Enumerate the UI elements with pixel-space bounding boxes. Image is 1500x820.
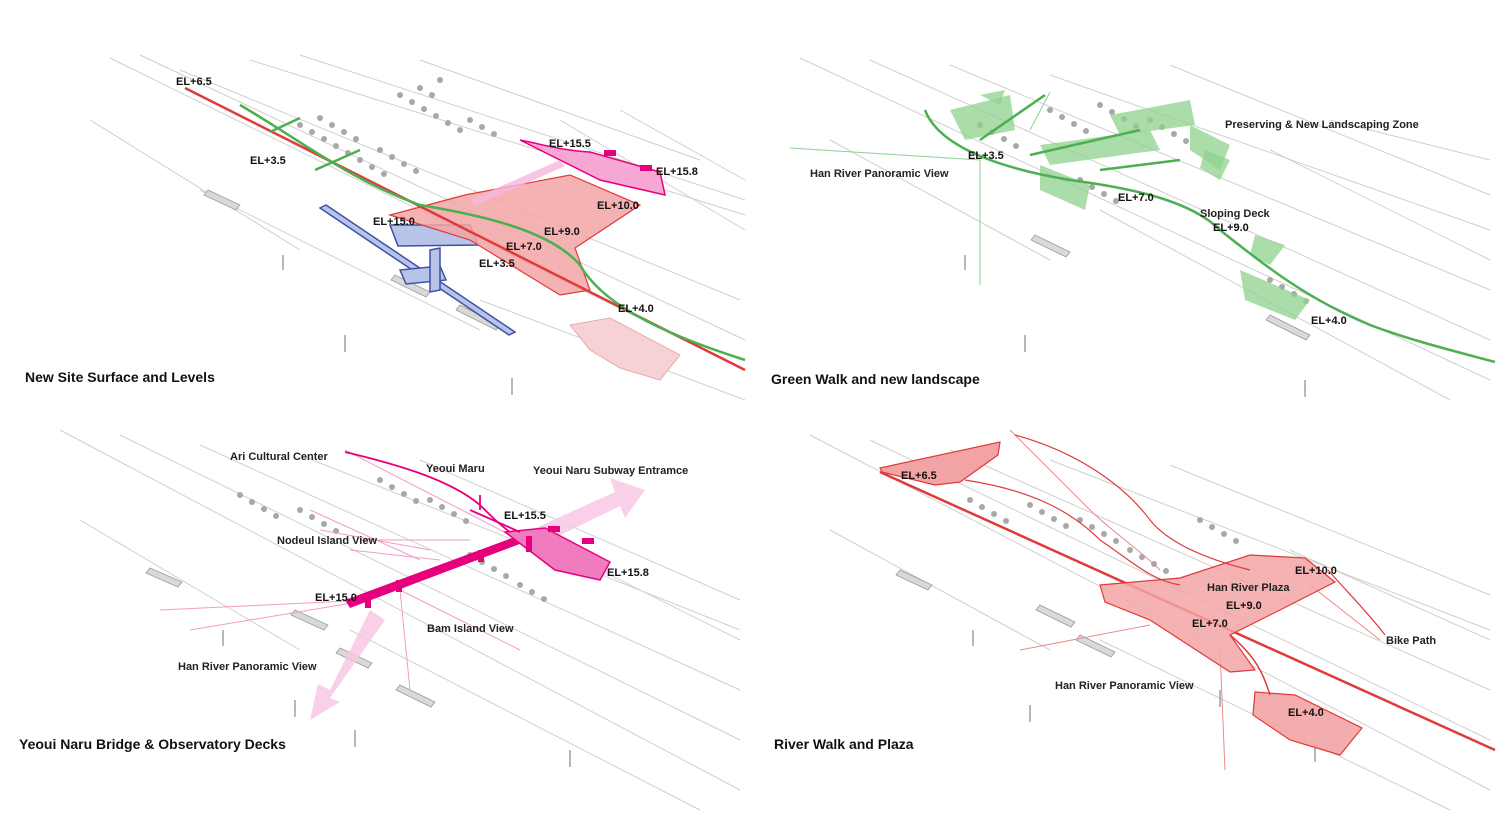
label-el-4-0: EL+4.0	[618, 303, 654, 315]
label-el-15-5: EL+15.5	[504, 510, 546, 522]
label-el-15-0: EL+15.0	[315, 592, 357, 604]
panel-river-walk-plaza: EL+6.5 EL+10.0 Han River Plaza EL+9.0 EL…	[750, 410, 1500, 820]
panel-bridge-observatory: Ari Cultural Center Yeoui Maru Yeoui Nar…	[0, 410, 750, 820]
panel-site-surface-levels: EL+6.5 EL+3.5 EL+15.5 EL+15.8 EL+10.0 EL…	[0, 0, 750, 410]
green-walk	[923, 93, 1496, 364]
view-rays	[159, 449, 521, 691]
tree-clusters	[297, 77, 497, 177]
label-subway-entrance: Yeoui Naru Subway Entramce	[533, 465, 688, 477]
panel-3-caption: Yeoui Naru Bridge & Observatory Decks	[19, 736, 286, 752]
label-ari-cultural-center: Ari Cultural Center	[230, 451, 329, 463]
panel-1-diagram: EL+6.5 EL+3.5 EL+15.5 EL+15.8 EL+10.0 EL…	[89, 54, 746, 401]
label-el-10-0: EL+10.0	[1295, 565, 1337, 577]
bridge-deck	[345, 526, 612, 608]
red-paths	[964, 434, 1386, 636]
posts	[282, 255, 513, 395]
panel-4-diagram: EL+6.5 EL+10.0 Han River Plaza EL+9.0 EL…	[809, 429, 1496, 811]
label-el-4-0: EL+4.0	[1288, 707, 1324, 719]
boats	[895, 569, 1116, 658]
red-river-walk	[879, 441, 1496, 752]
boats	[1030, 234, 1311, 341]
panel-2-caption: Green Walk and new landscape	[771, 371, 980, 387]
label-el-7-0: EL+7.0	[1118, 192, 1154, 204]
panel-3-diagram: Ari Cultural Center Yeoui Maru Yeoui Nar…	[59, 429, 741, 811]
view-rays	[789, 91, 1051, 285]
label-el-9-0: EL+9.0	[544, 226, 580, 238]
tree-clusters	[237, 477, 547, 602]
label-el-7-0: EL+7.0	[1192, 618, 1228, 630]
label-el-15-5: EL+15.5	[549, 138, 591, 150]
labels: EL+6.5 EL+10.0 Han River Plaza EL+9.0 EL…	[901, 470, 1436, 719]
label-han-river-panoramic-view: Han River Panoramic View	[178, 661, 317, 673]
panel-1-caption: New Site Surface and Levels	[25, 369, 215, 385]
label-el-4-0: EL+4.0	[1311, 315, 1347, 327]
label-el-6-5: EL+6.5	[901, 470, 937, 482]
label-el-7-0: EL+7.0	[506, 241, 542, 253]
label-preserving-zone: Preserving & New Landscaping Zone	[1225, 119, 1419, 131]
label-el-3-5: EL+3.5	[250, 155, 286, 167]
label-el-15-8: EL+15.8	[607, 567, 649, 579]
label-el-3-5-lower: EL+3.5	[479, 258, 515, 270]
elevation-labels: EL+6.5 EL+3.5 EL+15.5 EL+15.8 EL+10.0 EL…	[176, 76, 698, 315]
pink-zone-lower	[569, 317, 681, 381]
view-rays	[1009, 429, 1381, 771]
green-walk	[239, 103, 746, 362]
label-nodeul-island-view: Nodeul Island View	[277, 535, 377, 547]
plaza-fill	[1099, 554, 1363, 756]
tree-clusters	[967, 497, 1239, 574]
label-el-6-5: EL+6.5	[176, 76, 212, 88]
label-han-river-panoramic-view: Han River Panoramic View	[810, 168, 949, 180]
panel-4-caption: River Walk and Plaza	[774, 736, 914, 752]
label-el-3-5: EL+3.5	[968, 150, 1004, 162]
label-yeoui-maru: Yeoui Maru	[426, 463, 485, 475]
labels: Preserving & New Landscaping Zone Han Ri…	[810, 119, 1419, 327]
magenta-path	[344, 451, 521, 533]
panel-2-diagram: Preserving & New Landscaping Zone Han Ri…	[789, 57, 1496, 401]
base-context-lines	[59, 429, 741, 811]
label-el-15-8: EL+15.8	[656, 166, 698, 178]
labels: Ari Cultural Center Yeoui Maru Yeoui Nar…	[178, 451, 688, 673]
boats	[203, 189, 501, 331]
label-el-15-0: EL+15.0	[373, 216, 415, 228]
posts	[222, 630, 571, 767]
label-el-9-0: EL+9.0	[1213, 222, 1249, 234]
label-sloping-deck: Sloping Deck	[1200, 208, 1271, 220]
base-context-lines	[809, 434, 1491, 811]
posts	[964, 255, 1306, 397]
label-bam-island-view: Bam Island View	[427, 623, 514, 635]
label-bike-path: Bike Path	[1386, 635, 1436, 647]
label-el-10-0: EL+10.0	[597, 200, 639, 212]
panel-green-walk: Preserving & New Landscaping Zone Han Ri…	[750, 0, 1500, 410]
label-han-river-plaza: Han River Plaza	[1207, 582, 1290, 594]
label-han-river-panoramic-view: Han River Panoramic View	[1055, 680, 1194, 692]
magenta-deck	[470, 139, 666, 206]
label-el-9-0: EL+9.0	[1226, 600, 1262, 612]
